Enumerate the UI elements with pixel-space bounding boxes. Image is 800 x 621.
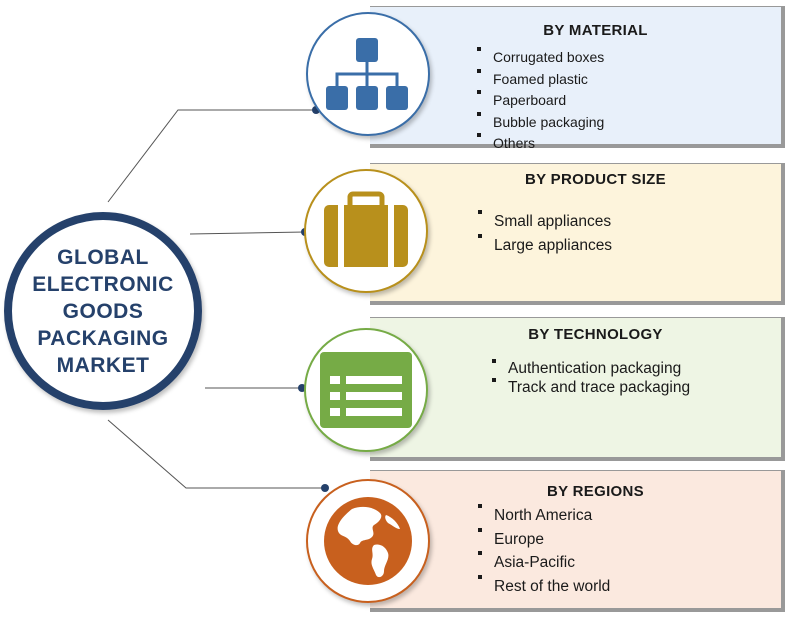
center-market-circle: GLOBAL ELECTRONIC GOODS PACKAGING MARKET (4, 212, 202, 410)
market-title-line: PACKAGING (37, 326, 169, 350)
list-technology: Authentication packaging Track and trace… (492, 359, 781, 397)
panel-title-regions: BY REGIONS (547, 483, 644, 500)
list-item: Paperboard (477, 90, 781, 112)
connector-material (107, 109, 316, 203)
list-item: Corrugated boxes (477, 47, 781, 69)
panel-product-size: BY PRODUCT SIZE Small appliances Large a… (370, 163, 785, 305)
connector-dot-regions (321, 484, 329, 492)
panel-title-technology: BY TECHNOLOGY (528, 326, 663, 343)
list-item: Others (477, 133, 781, 155)
icon-circle-material (306, 12, 430, 136)
list-item: Track and trace packaging (492, 378, 781, 397)
list-item: Rest of the world (478, 574, 781, 599)
list-item: Foamed plastic (477, 68, 781, 91)
market-title-line: GLOBAL (57, 245, 149, 269)
market-title-line: MARKET (56, 353, 150, 377)
globe-icon (324, 497, 412, 585)
list-product-size: Small appliances Large appliances (478, 210, 781, 258)
panel-title-material: BY MATERIAL (543, 22, 648, 39)
icon-circle-product-size (304, 169, 428, 293)
icon-circle-regions (306, 479, 430, 603)
list-item: Europe (478, 527, 781, 552)
suitcase-icon (324, 191, 408, 267)
list-item: Authentication packaging (492, 359, 781, 378)
market-title-line: ELECTRONIC (32, 272, 174, 296)
connector-regions (107, 419, 325, 489)
icon-circle-technology (304, 328, 428, 452)
list-item: Asia-Pacific (478, 551, 781, 575)
connector-product-size (189, 231, 306, 235)
market-title: GLOBAL ELECTRONIC GOODS PACKAGING MARKET (32, 244, 174, 379)
list-item: Small appliances (478, 210, 781, 234)
list-item: North America (478, 504, 781, 528)
panel-title-product-size: BY PRODUCT SIZE (525, 171, 666, 188)
list-material: Corrugated boxes Foamed plastic Paperboa… (477, 47, 781, 155)
panel-regions: BY REGIONS North America Europe Asia-Pac… (370, 470, 785, 612)
panel-technology: BY TECHNOLOGY Authentication packaging T… (370, 317, 785, 461)
panel-material: BY MATERIAL Corrugated boxes Foamed plas… (370, 6, 785, 151)
market-title-line: GOODS (62, 299, 144, 323)
list-regions: North America Europe Asia-Pacific Rest o… (478, 504, 781, 599)
list-window-icon (320, 352, 412, 428)
list-item: Bubble packaging (477, 111, 781, 134)
list-item: Large appliances (478, 234, 781, 258)
hierarchy-icon (326, 38, 408, 110)
